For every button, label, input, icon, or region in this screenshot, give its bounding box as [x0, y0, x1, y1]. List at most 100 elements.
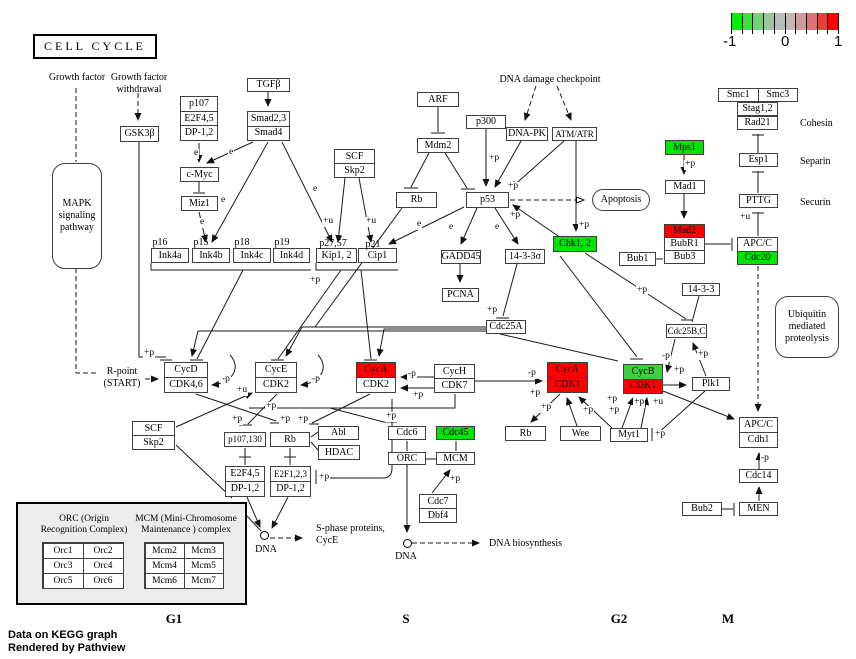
- node-apcc-cdh1[interactable]: APC/C Cdh1: [739, 417, 778, 448]
- node-mad1[interactable]: Mad1: [665, 180, 705, 194]
- node-ink4b[interactable]: Ink4b: [192, 248, 230, 263]
- node-cycd[interactable]: CycD: [174, 364, 198, 375]
- node-dp12[interactable]: DP-1,2: [226, 481, 264, 496]
- node-cdc25bc[interactable]: Cdc25B,C: [666, 324, 707, 338]
- node-14-3-3[interactable]: 14-3-3: [682, 283, 720, 296]
- node-mps1[interactable]: Mps1: [665, 140, 704, 155]
- node-bub2[interactable]: Bub2: [682, 502, 722, 516]
- node-apcc[interactable]: APC/C: [744, 419, 773, 430]
- node-cdc45[interactable]: Cdc45: [436, 426, 475, 440]
- node-cdk7[interactable]: CDK7: [435, 378, 474, 392]
- node-rb-mid[interactable]: Rb: [505, 426, 546, 441]
- node-cycb[interactable]: CycB: [624, 365, 662, 379]
- node-ink4c[interactable]: Ink4c: [233, 248, 271, 263]
- node-cyce-cdk2[interactable]: CycE CDK2: [255, 362, 297, 393]
- node-mdm2[interactable]: Mdm2: [417, 138, 459, 153]
- node-bub1[interactable]: Bub1: [619, 252, 656, 266]
- node-men[interactable]: MEN: [739, 502, 778, 516]
- node-cych[interactable]: CycH: [442, 365, 467, 377]
- node-scf-skp2-lower[interactable]: SCF Skp2: [132, 421, 175, 450]
- node-dnapk[interactable]: DNA-PK: [506, 127, 548, 141]
- node-cych-cdk7[interactable]: CycH CDK7: [434, 364, 475, 393]
- node-p300[interactable]: p300: [466, 115, 506, 129]
- node-cyca[interactable]: CycA: [357, 363, 395, 377]
- node-pcna[interactable]: PCNA: [442, 288, 479, 302]
- node-chk12[interactable]: Chk1, 2: [553, 236, 597, 252]
- node-e2f123[interactable]: E2F1,2,3: [273, 468, 307, 479]
- node-cdc14[interactable]: Cdc14: [739, 469, 778, 483]
- node-scf-skp2-upper[interactable]: SCF Skp2: [334, 149, 375, 178]
- node-rad21[interactable]: Rad21: [737, 116, 778, 130]
- node-cycb-cdk1[interactable]: CycB CDK1: [623, 364, 663, 394]
- node-smc3[interactable]: Smc3: [757, 89, 798, 101]
- node-cmyc[interactable]: c-Myc: [180, 167, 219, 182]
- node-orc[interactable]: ORC: [388, 452, 426, 465]
- node-gadd45[interactable]: GADD45: [441, 250, 481, 264]
- node-e2f45[interactable]: E2F4,5: [181, 110, 217, 126]
- node-cdc7-dbf4[interactable]: Cdc7 Dbf4: [419, 494, 457, 523]
- node-atm-atr[interactable]: ATM/ATR: [552, 127, 597, 141]
- node-14-3-3-sigma[interactable]: 14-3-3σ: [505, 249, 545, 264]
- node-apcc[interactable]: APC/C: [743, 238, 772, 250]
- node-e2f123-dp12[interactable]: E2F1,2,3 DP-1,2: [270, 466, 311, 497]
- node-myt1[interactable]: Myt1: [610, 428, 648, 442]
- node-smc1[interactable]: Smc1: [726, 89, 750, 100]
- node-p107-130[interactable]: p107,130: [224, 432, 266, 447]
- node-smad23[interactable]: Smad2,3: [250, 112, 287, 124]
- node-cdc20[interactable]: Cdc20: [738, 250, 777, 264]
- node-cdk2[interactable]: CDK2: [357, 377, 395, 392]
- node-cyca[interactable]: CycA: [548, 363, 587, 377]
- node-dp12[interactable]: DP-1,2: [271, 481, 310, 496]
- node-stag12[interactable]: Stag1,2: [737, 102, 778, 116]
- node-cdk1[interactable]: CDK1: [624, 378, 662, 393]
- node-cyce[interactable]: CycE: [264, 364, 288, 375]
- node-smad23-smad4[interactable]: Smad2,3 Smad4: [247, 111, 290, 141]
- node-scf[interactable]: SCF: [345, 150, 364, 162]
- node-cdk46[interactable]: CDK4,6: [165, 377, 207, 392]
- node-bubr1[interactable]: BubR1: [665, 237, 704, 250]
- node-skp2[interactable]: Skp2: [133, 435, 174, 449]
- node-scf[interactable]: SCF: [144, 422, 163, 434]
- node-bub3[interactable]: Bub3: [665, 250, 704, 263]
- node-plk1[interactable]: Plk1: [692, 377, 730, 391]
- node-mad2-bubr1-bub3[interactable]: Mad2 BubR1 Bub3: [664, 224, 705, 264]
- node-cdk2[interactable]: CDK2: [256, 377, 296, 392]
- node-cyca-cdk2[interactable]: CycA CDK2: [356, 362, 396, 393]
- node-smc1-smc3[interactable]: Smc1 Smc3: [718, 88, 798, 102]
- node-e2f45[interactable]: E2F4,5: [230, 468, 260, 479]
- node-tgfb[interactable]: TGFβ: [247, 78, 290, 92]
- node-ink4a[interactable]: Ink4a: [151, 248, 189, 263]
- node-skp2[interactable]: Skp2: [335, 163, 374, 177]
- node-cycd-cdk46[interactable]: CycD CDK4,6: [164, 362, 208, 393]
- node-cip1[interactable]: Cip1: [358, 248, 397, 263]
- node-smad4[interactable]: Smad4: [248, 125, 289, 141]
- node-cdc25a[interactable]: Cdc25A: [486, 320, 526, 334]
- node-miz1[interactable]: Miz1: [181, 196, 218, 211]
- node-e2f45-dp12[interactable]: E2F4,5 DP-1,2: [225, 466, 265, 497]
- node-mcm[interactable]: MCM: [436, 452, 475, 465]
- node-ink4d[interactable]: Ink4d: [273, 248, 310, 263]
- node-cdc6[interactable]: Cdc6: [388, 426, 426, 440]
- node-rb-lower[interactable]: Rb: [270, 432, 310, 447]
- node-rb-upper[interactable]: Rb: [396, 192, 437, 208]
- node-hdac[interactable]: HDAC: [318, 445, 360, 460]
- node-esp1[interactable]: Esp1: [739, 153, 778, 167]
- node-mad2[interactable]: Mad2: [665, 225, 704, 237]
- node-ubiquitin-proteolysis[interactable]: Ubiquitin mediated proteolysis: [775, 296, 839, 358]
- node-wee[interactable]: Wee: [560, 426, 601, 441]
- node-cdc7[interactable]: Cdc7: [427, 495, 449, 507]
- node-apoptosis[interactable]: Apoptosis: [592, 189, 650, 211]
- node-pttg[interactable]: PTTG: [739, 194, 778, 208]
- node-cdh1[interactable]: Cdh1: [740, 432, 777, 447]
- node-cdk1[interactable]: CDK1: [548, 377, 587, 392]
- node-p107-e2f45-dp12[interactable]: p107 E2F4,5 DP-1,2: [180, 96, 218, 141]
- node-abl[interactable]: Abl: [318, 426, 359, 440]
- node-kip12[interactable]: Kip1, 2: [316, 248, 357, 263]
- node-dp12[interactable]: DP-1,2: [181, 125, 217, 140]
- node-apcc-cdc20[interactable]: APC/C Cdc20: [737, 237, 778, 265]
- node-p53[interactable]: p53: [466, 192, 509, 208]
- node-mapk-pathway[interactable]: MAPK signaling pathway: [52, 163, 102, 269]
- node-p107[interactable]: p107: [189, 97, 209, 109]
- node-arf[interactable]: ARF: [417, 92, 459, 107]
- node-dbf4[interactable]: Dbf4: [420, 508, 456, 522]
